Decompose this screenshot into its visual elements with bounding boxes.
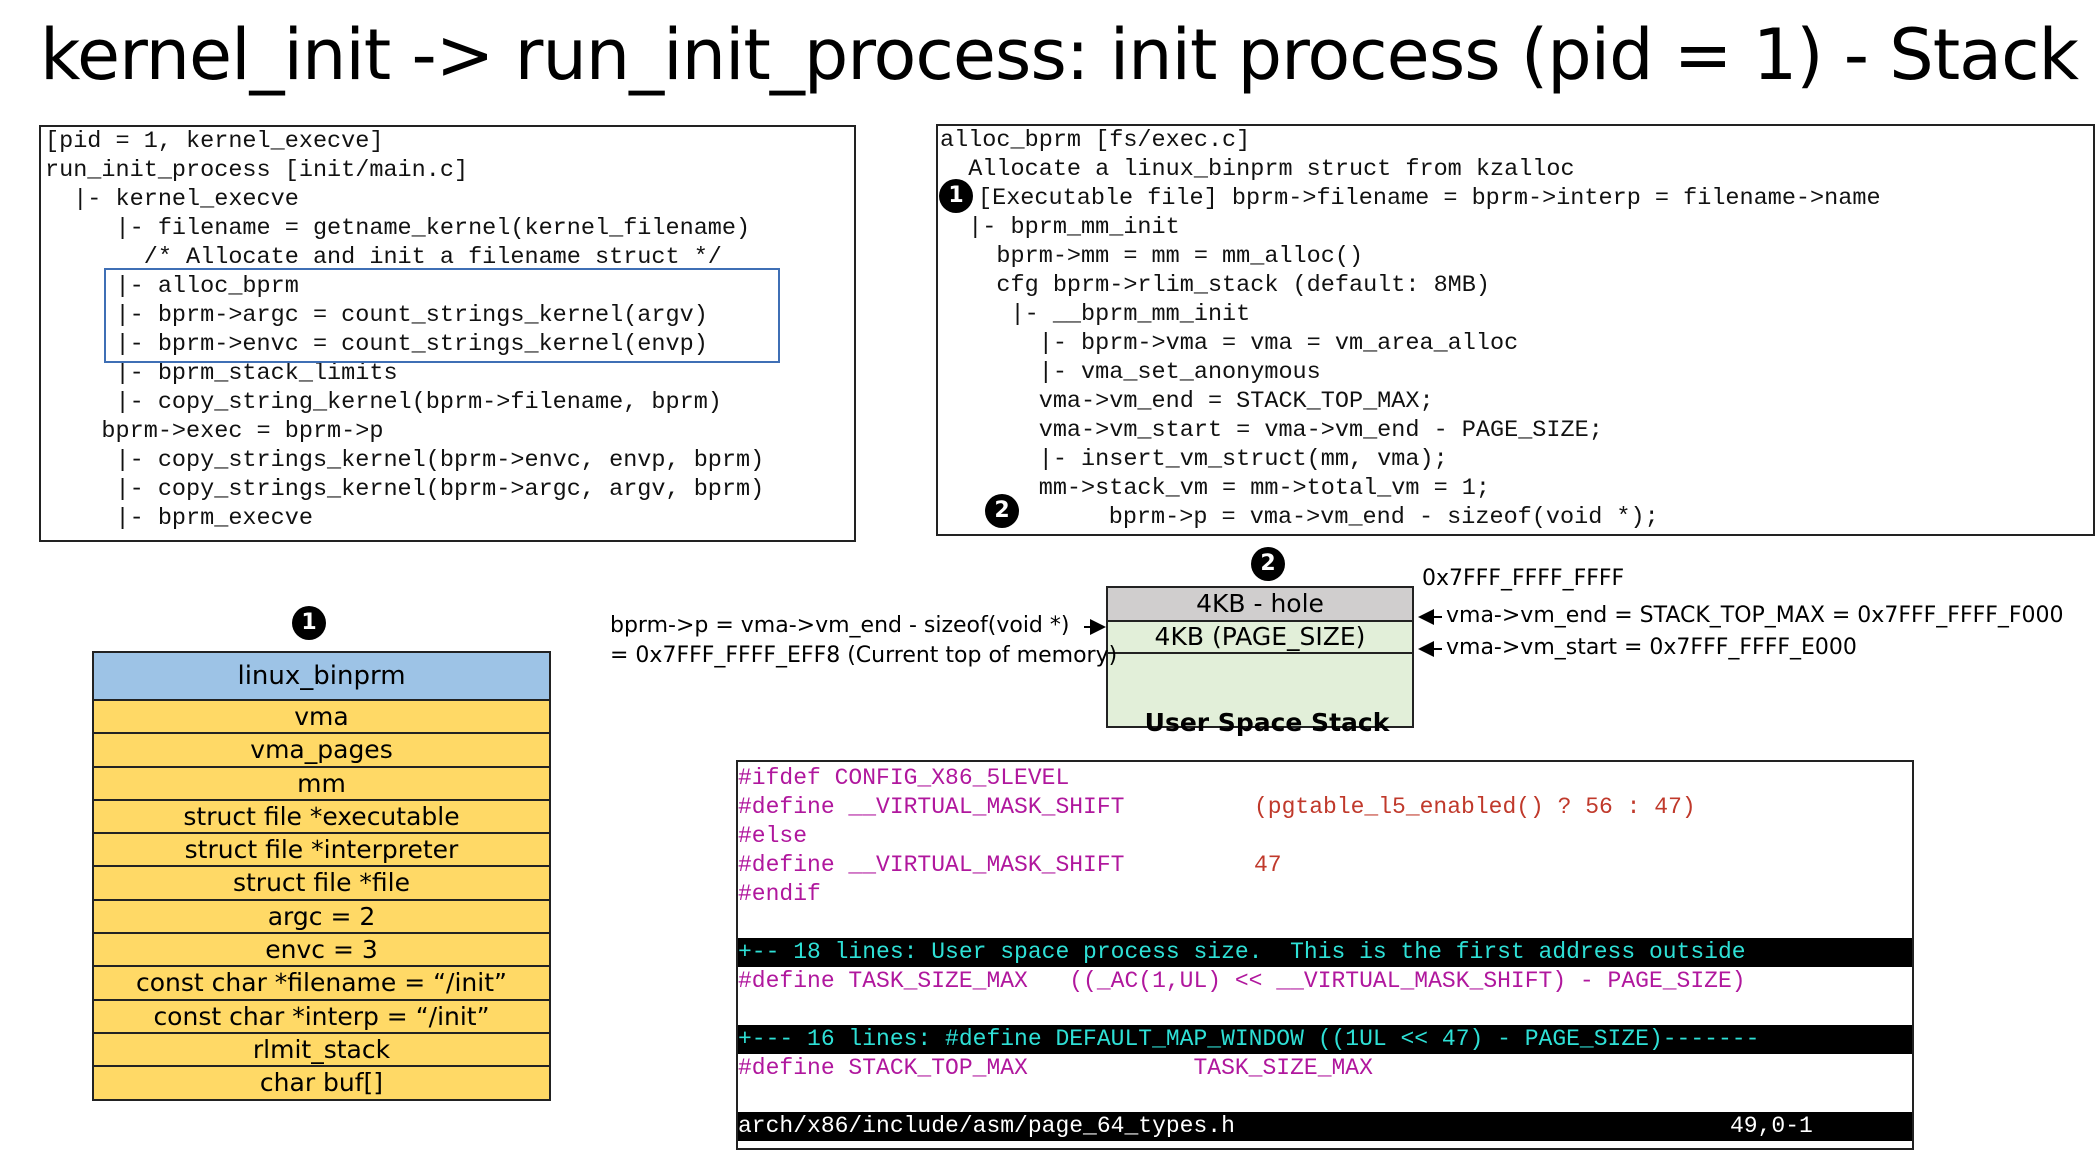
struct-field: envc = 3 [94,934,549,968]
code-line: |- filename = getname_kernel(kernel_file… [45,215,751,242]
code-line: alloc_bprm [fs/exec.c] [940,127,1251,154]
vim-line: #define STACK_TOP_MAX TASK_SIZE_MAX [738,1055,1373,1081]
struct-header: linux_binprm [94,653,549,701]
vim-line: #define __VIRTUAL_MASK_SHIFT (pgtable_l5_… [738,793,1912,822]
code-line: Allocate a linux_binprm struct from kzal… [940,156,1575,183]
stack-caption: User Space Stack [1144,708,1390,737]
stack-top-address: 0x7FFF_FFFF_FFFF [1422,566,1625,591]
stack-arrows [1084,609,1442,657]
user-space-stack: 4KB - hole 4KB (PAGE_SIZE) [1106,586,1414,728]
code-line: bprm->p = vma->vm_end - sizeof(void *); [1010,504,1659,531]
code-line: bprm->exec = bprm->p [45,418,384,445]
alloc-bprm-code-box: alloc_bprm [fs/exec.c] Allocate a linux_… [936,124,2095,536]
vm-start-label: vma->vm_start = 0x7FFF_FFFF_E000 [1446,635,1857,660]
slide-title: kernel_init -> run_init_process: init pr… [40,14,2079,96]
vim-fold-line[interactable]: +--- 16 lines: #define DEFAULT_MAP_WINDO… [738,1025,1912,1054]
vim-directive: #define __VIRTUAL_MASK_SHIFT [738,852,1125,878]
struct-field: struct file *executable [94,800,549,835]
code-line: |- vma_set_anonymous [940,359,1321,386]
code-line: vma->vm_start = vma->vm_end - PAGE_SIZE; [940,417,1603,444]
struct-field: const char *filename = “/init” [94,967,549,1001]
struct-field: argc = 2 [94,900,549,935]
vim-line: #define TASK_SIZE_MAX ((_AC(1,UL) << __V… [738,968,1746,994]
kernel-execve-code-box: [pid = 1, kernel_execve] run_init_proces… [39,125,856,542]
code-line: |- bprm->argc = count_strings_kernel(arg… [45,302,708,329]
code-line: |- bprm_mm_init [940,214,1180,241]
vim-directive: #define __VIRTUAL_MASK_SHIFT [738,794,1125,820]
code-line: vma->vm_end = STACK_TOP_MAX; [940,388,1434,415]
code-line: |- copy_string_kernel(bprm->filename, bp… [45,389,722,416]
struct-field: struct file *file [94,867,549,901]
vim-source-view: #ifdef CONFIG_X86_5LEVEL #define __VIRTU… [736,760,1914,1150]
vim-status-position: 49,0-1 [1730,1113,1813,1139]
vim-line: #define __VIRTUAL_MASK_SHIFT 47 [738,851,1912,880]
vim-line: #ifdef CONFIG_X86_5LEVEL [738,765,1070,791]
linux-binprm-struct: linux_binprm vma vma_pages mm struct fil… [92,651,551,1101]
vm-end-label: vma->vm_end = STACK_TOP_MAX = 0x7FFF_FFF… [1446,603,2064,628]
vim-fold-line[interactable]: +-- 18 lines: User space process size. T… [738,938,1912,967]
stack-page-region: 4KB (PAGE_SIZE) [1106,622,1414,654]
struct-field: vma_pages [94,734,549,768]
code-line: [Executable file] bprm->filename = bprm-… [978,185,1881,212]
code-line: |- alloc_bprm [45,273,299,300]
vim-line: #endif [738,881,821,907]
code-line: |- bprm_execve [45,505,313,532]
code-line: |- insert_vm_struct(mm, vma); [940,446,1448,473]
vim-value: (pgtable_l5_enabled() ? 56 : 47) [1254,794,1696,820]
step-2-badge: 2 [1251,547,1285,581]
struct-field: mm [94,767,549,801]
code-line: bprm->mm = mm = mm_alloc() [940,243,1364,270]
bprm-p-label: bprm->p = vma->vm_end - sizeof(void *) [610,613,1070,638]
alloc-bprm-code: alloc_bprm [fs/exec.c] Allocate a linux_… [940,126,1881,532]
vim-status-bar: arch/x86/include/asm/page_64_types.h 49,0… [738,1112,1912,1141]
step-1-badge: 1 [939,179,973,213]
vim-value: 47 [1254,852,1282,878]
struct-field: struct file *interpreter [94,834,549,868]
code-line: |- bprm->vma = vma = vm_area_alloc [940,330,1519,357]
step-1-badge: 1 [292,606,326,640]
bprm-p-value-label: = 0x7FFF_FFFF_EFF8 (Current top of memor… [610,643,1118,668]
struct-field: const char *interp = “/init” [94,1000,549,1034]
stack-empty-region [1106,654,1414,728]
vim-status-filename: arch/x86/include/asm/page_64_types.h [738,1113,1235,1139]
code-line: run_init_process [init/main.c] [45,157,469,184]
code-line: mm->stack_vm = mm->total_vm = 1; [940,475,1490,502]
code-line: |- copy_strings_kernel(bprm->argc, argv,… [45,476,765,503]
struct-field: vma [94,701,549,735]
code-line: |- __bprm_mm_init [940,301,1251,328]
code-line: /* Allocate and init a filename struct *… [45,244,722,271]
stack-hole-region: 4KB - hole [1106,586,1414,622]
code-line: |- copy_strings_kernel(bprm->envc, envp,… [45,447,765,474]
vim-line: #else [738,823,808,849]
code-line: [pid = 1, kernel_execve] [45,128,384,155]
code-line: |- bprm_stack_limits [45,360,398,387]
struct-field: char buf[] [94,1067,549,1099]
kernel-execve-code: [pid = 1, kernel_execve] run_init_proces… [45,127,764,533]
code-line: |- kernel_execve [45,186,299,213]
alloc-bprm-highlight-box [104,268,780,363]
struct-field: rlmit_stack [94,1033,549,1068]
step-2-badge: 2 [985,494,1019,528]
code-line: cfg bprm->rlim_stack (default: 8MB) [940,272,1490,299]
code-line: |- bprm->envc = count_strings_kernel(env… [45,331,708,358]
